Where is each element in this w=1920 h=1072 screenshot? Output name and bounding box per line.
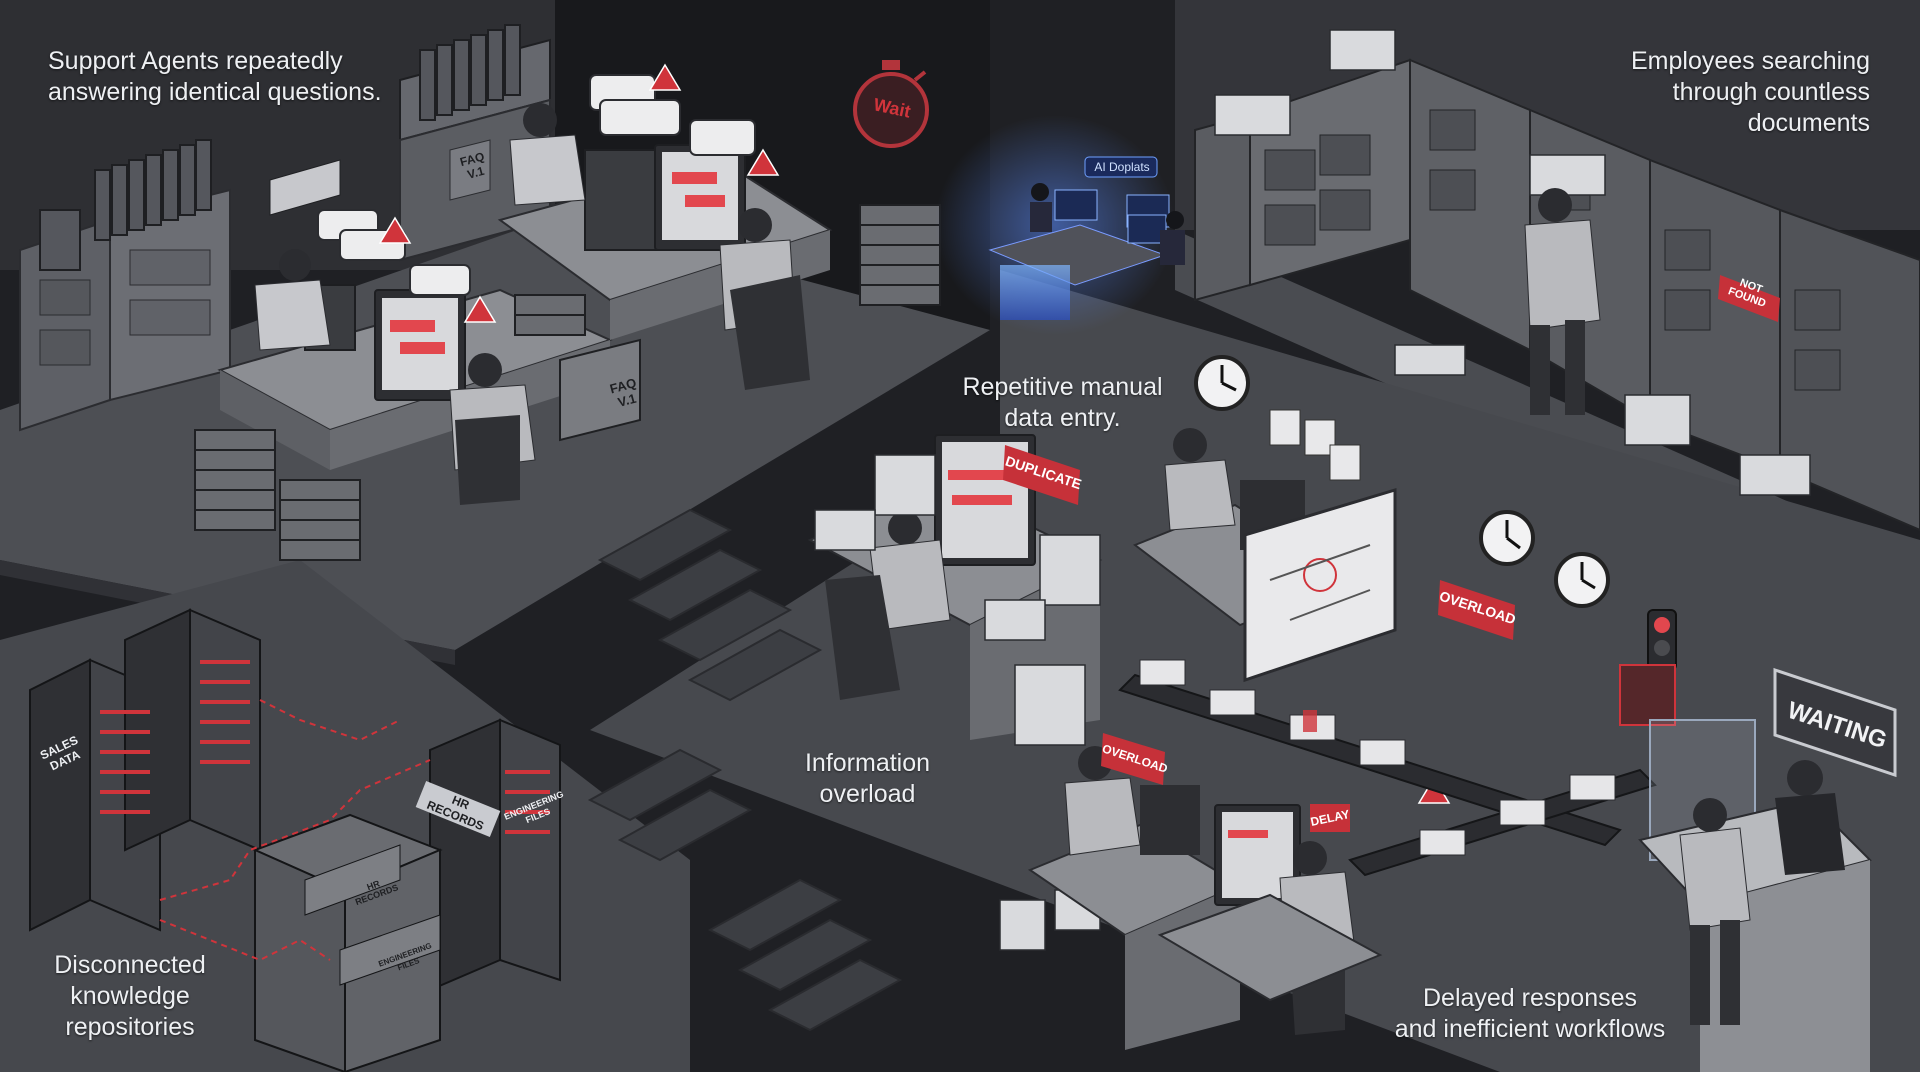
caption-manual-entry: Repetitive manual data entry. [962,373,1163,432]
caption-disconnected: Disconnected knowledge repositories [54,951,206,1041]
faq-box-group [269,159,641,442]
filing-cabinets-left [19,188,231,432]
caption-support-agents: Support Agents repeatedly answering iden… [48,47,382,106]
lower-desks [1027,746,1383,1050]
filing-cabinets-right [1194,58,1920,532]
conveyor-belt [1118,659,1657,877]
desk-cluster-left [217,144,833,470]
badge-backgrounds [1003,275,1780,832]
overload-desks [1132,355,1610,683]
caption-info-overload: Information overload [804,749,931,808]
binders-top-shelf [399,24,551,142]
wait-stopwatch-icon [853,60,929,148]
stairs-lower [587,748,903,1032]
paper-stacks-center [814,454,1101,951]
servers [29,608,561,1072]
ai-badge-label: AI Doplats [1094,160,1150,174]
paper-piles-right [1214,29,1811,496]
ai-office [935,115,1185,335]
caption-delayed: Delayed responses and inefficient workfl… [1394,984,1666,1043]
stairs-upper [597,508,823,702]
alert-triangles [378,63,1451,804]
traffic-light-icon [1619,609,1677,726]
waiting-counter [1638,719,1872,1072]
binder-stacks [194,204,941,561]
waiting-sign [1773,667,1897,778]
disconnected-wires [159,699,431,962]
server-lights [100,660,550,834]
binders-left [39,139,212,271]
caption-employees-searching: Employees searching through countless do… [1630,47,1870,137]
support-agents [254,103,810,505]
searching-employee [1524,188,1601,415]
speech-bubbles [317,74,756,296]
